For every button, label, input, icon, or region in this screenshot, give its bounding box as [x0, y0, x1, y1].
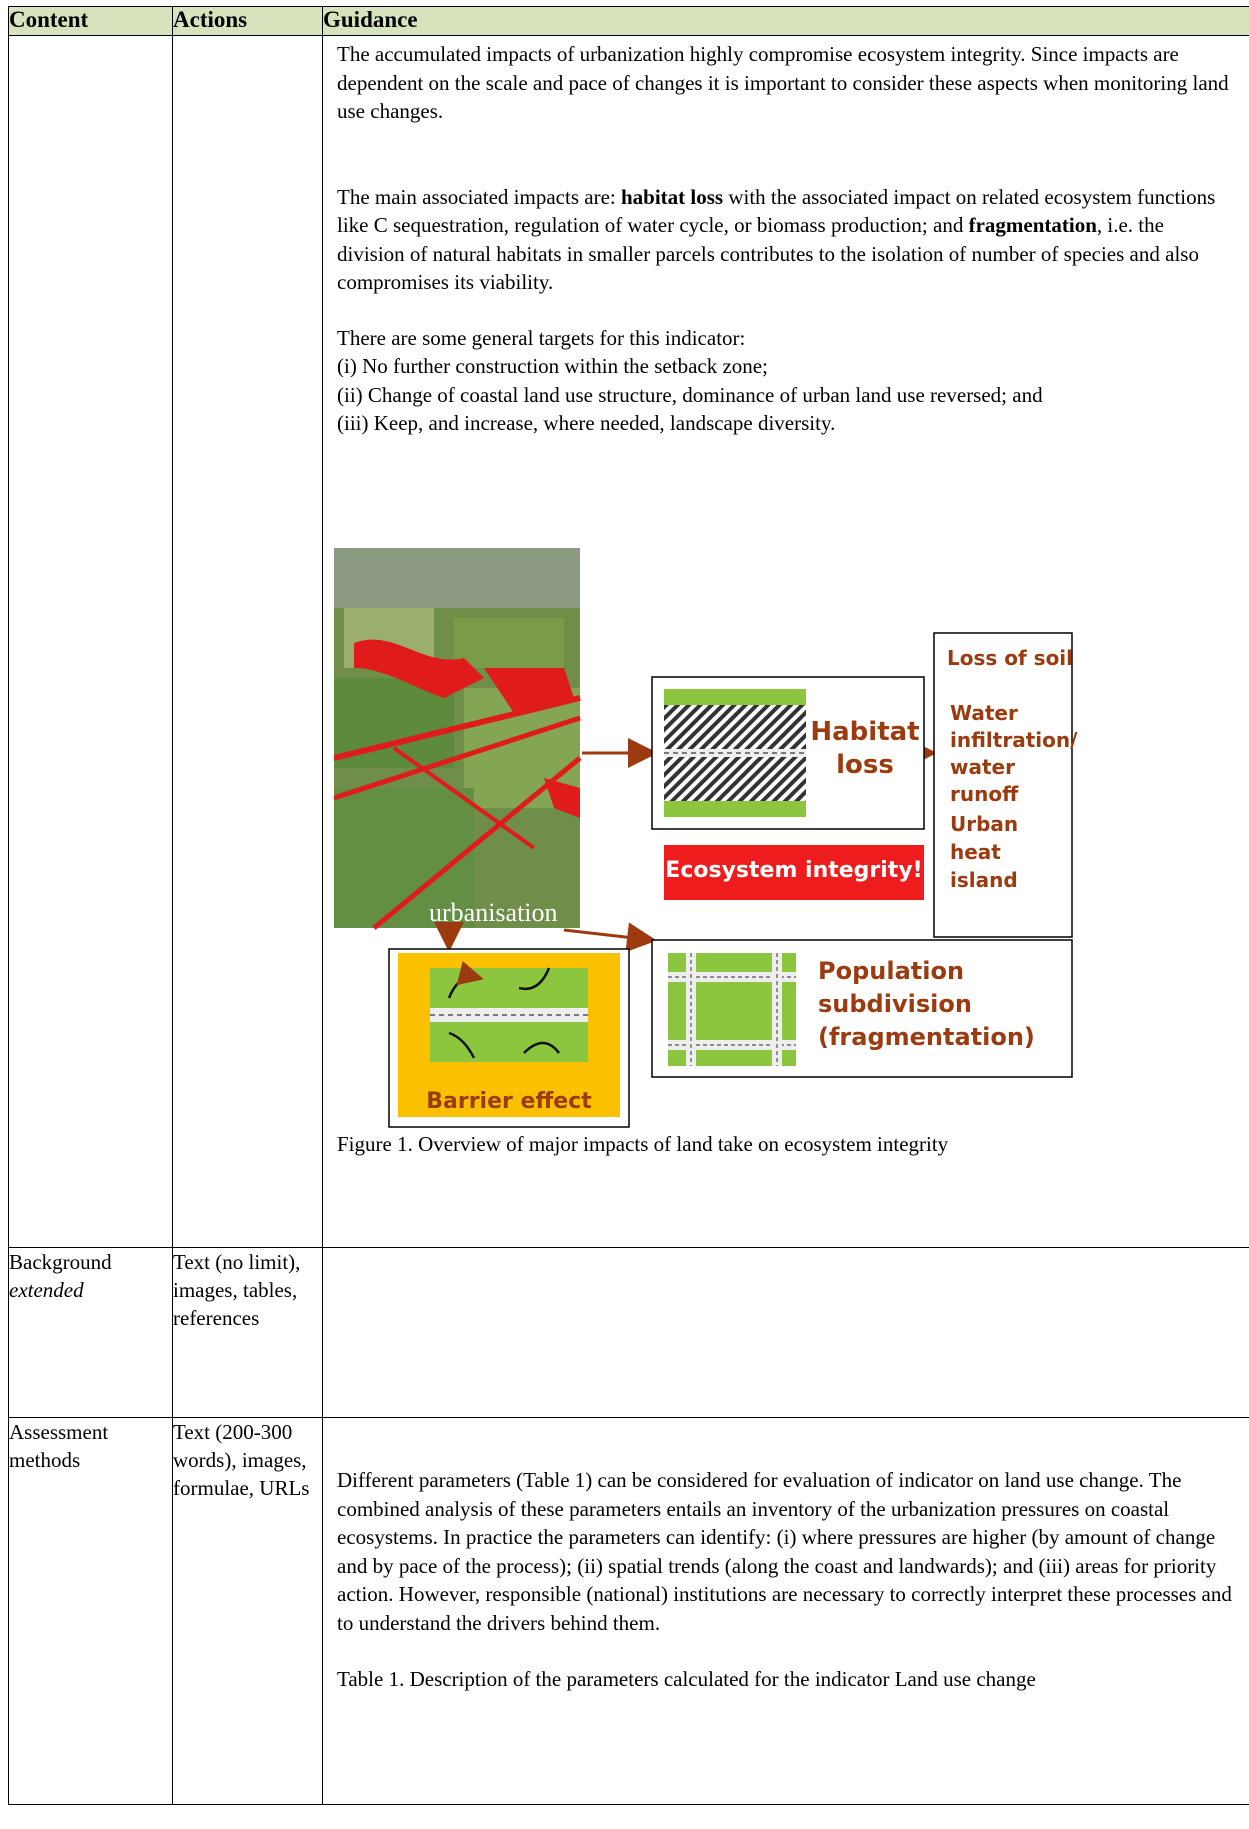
- actions-cell: Text (200-300 words), images, formulae, …: [172, 1417, 323, 1805]
- table-row: The accumulated impacts of urbanization …: [8, 35, 1249, 1248]
- table-row: Background extended Text (no limit), ima…: [8, 1247, 1249, 1418]
- paragraph: The main associated impacts are: habitat…: [337, 184, 1216, 295]
- target-item: (iii) Keep, and increase, where needed, …: [337, 411, 836, 435]
- guidance-cell: [322, 1247, 1249, 1418]
- header-actions: Actions: [172, 6, 323, 36]
- impact-heat-island: Urban heat island: [950, 811, 1019, 892]
- aerial-photo: [334, 547, 582, 930]
- table-caption: Table 1. Description of the parameters c…: [337, 1667, 1036, 1691]
- target-item: (ii) Change of coastal land use structur…: [337, 382, 1043, 407]
- targets-intro: There are some general targets for this …: [337, 325, 746, 350]
- actions-cell: [172, 35, 323, 1248]
- content-cell: [8, 35, 173, 1248]
- population-label: Population subdivision (fragmentation): [818, 956, 1035, 1051]
- header-guidance: Guidance: [322, 6, 1249, 36]
- target-item: (i) No further construction within the s…: [337, 354, 768, 378]
- photo-label: urbanisation: [429, 897, 558, 927]
- paragraph: The accumulated impacts of urbanization …: [337, 42, 1229, 123]
- habitat-loss-label: Habitat loss: [810, 716, 920, 780]
- guidance-table: Content Actions Guidance The accumulated…: [8, 6, 1249, 1805]
- guidance-cell: Different parameters (Table 1) can be co…: [322, 1417, 1249, 1805]
- content-subtitle: extended: [9, 1278, 84, 1302]
- impact-figure: urbanisation Habitat loss Loss of soil W…: [334, 547, 1078, 1130]
- figure-graphics: [334, 547, 1073, 1128]
- impact-loss-of-soil: Loss of soil: [947, 645, 1074, 670]
- header-content: Content: [8, 6, 173, 36]
- impact-water: Water infiltration/ water runoff: [950, 700, 1078, 806]
- actions-cell: Text (no limit), images, tables, referen…: [172, 1247, 323, 1418]
- content-title: Background: [9, 1250, 112, 1274]
- barrier-effect-label: Barrier effect: [426, 1088, 592, 1114]
- table-row: Assessment methods Text (200-300 words),…: [8, 1417, 1249, 1805]
- content-cell: Assessment methods: [8, 1417, 173, 1805]
- ecosystem-integrity-banner: Ecosystem integrity!: [665, 857, 923, 883]
- paragraph: Different parameters (Table 1) can be co…: [337, 1468, 1232, 1635]
- guidance-cell: The accumulated impacts of urbanization …: [322, 35, 1249, 1248]
- content-cell: Background extended: [8, 1247, 173, 1418]
- figure-caption: Figure 1. Overview of major impacts of l…: [337, 1131, 949, 1156]
